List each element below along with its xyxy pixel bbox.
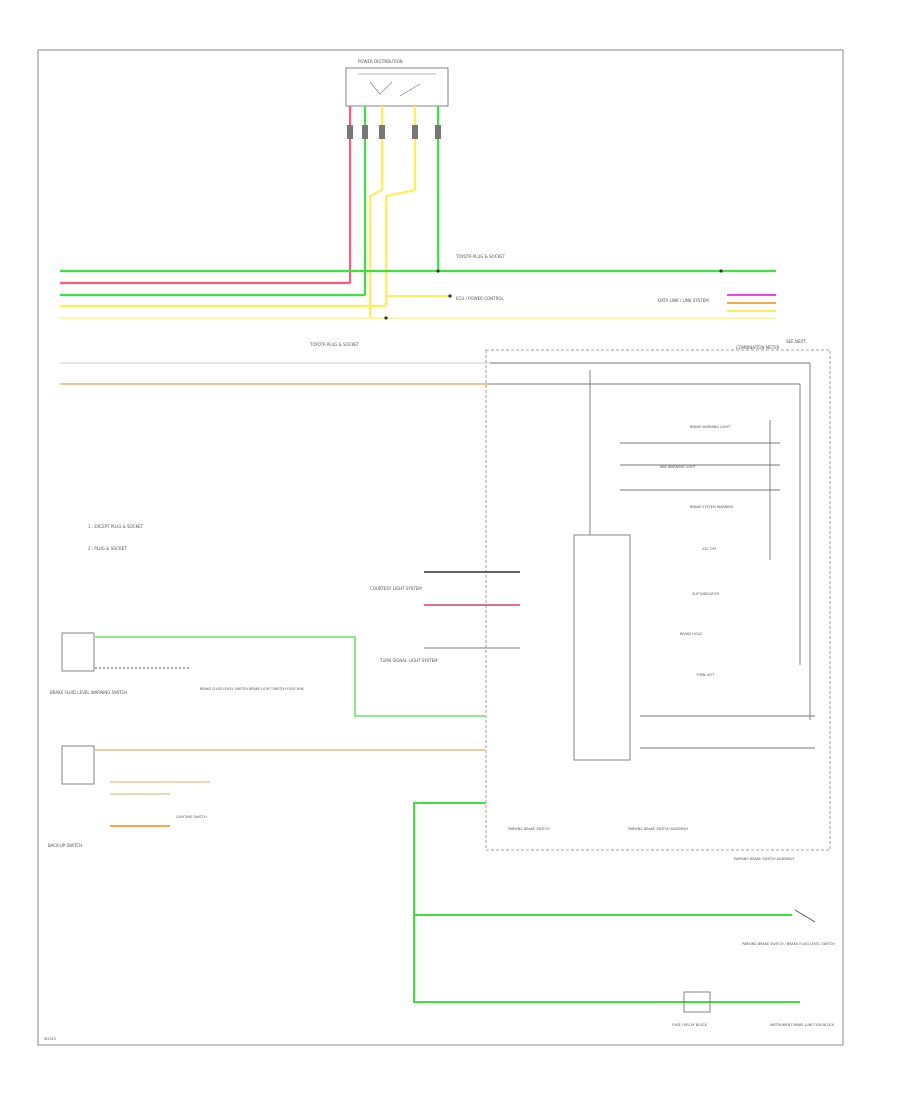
top-pin-labels [347,125,441,139]
cluster-item-3: VSC OFF [702,547,717,551]
right-switch-symbol [794,909,816,923]
back-up-switch [61,745,95,785]
fuse-relay-block [683,991,711,1013]
note-2: 2 : PLUG & SOCKET [88,546,127,551]
wire-green-sensor-1 [95,636,486,717]
wire-yellow-vertical-d [384,188,416,306]
footer-code: W2315 [44,1037,56,1041]
bottom-right-label: INSTRUMENT PANEL JUNCTION BLOCK [770,1023,835,1027]
cluster-item-1: ABS WARNING LIGHT [660,465,697,469]
cluster-item-6: TURN LEFT [695,673,715,677]
top-connector-block [345,67,449,107]
mid-label-1: COURTESY LIGHT SYSTEM [370,586,422,591]
left-sensor-2-sub: LIGHTING SWITCH [176,815,207,819]
cluster-label: PARKING BRAKE SWITCH ASSEMBLY [734,857,795,861]
bus-dots [384,269,723,320]
cluster-item-5: BRAKE HOLD [680,632,702,636]
wire-green-bottom [413,802,800,1003]
ecu-module [573,534,631,761]
diagram-frame [37,49,844,1046]
cluster-item-4: SLIP INDICATOR [692,592,719,596]
wire-yellow-vertical-b [368,189,383,318]
left-sensor-2-label: BACK-UP SWITCH [48,843,82,848]
mid-label-2: TURN SIGNAL LIGHT SYSTEM [379,658,438,663]
joint-connector-top-label: TOYOTA PLUG & SOCKET [455,254,506,259]
fuse-label: FUSE / RELAY BLOCK [672,1023,708,1027]
cluster-item-2: BRAKE SYSTEM WARNING [690,505,734,509]
combination-meter-box [485,349,831,851]
brake-fluid-switch [61,632,95,672]
pcm-label: ECU / POWER CONTROL [456,296,505,301]
bottom-center-box-label: PARKING BRAKE SWITCH ASSEMBLY [628,827,689,831]
bottom-left-box-label: PARKING BRAKE SWITCH [508,827,550,831]
cluster-item-0: BRAKE WARNING LIGHT [690,425,731,429]
right-header-label-2: COMBINATION METER [736,345,780,350]
note-1: 1 : EXCEPT PLUG & SOCKET [88,524,144,529]
left-sensor-1-label: BRAKE FLUID LEVEL WARNING SWITCH [50,690,127,695]
right-top-box-label: DATA LINK / LINK SYSTEM [658,298,709,303]
right-switch-label: PARKING BRAKE SWITCH / BRAKE FLUID LEVEL… [742,942,835,946]
joint-connector-mid-label: TOYOTA PLUG & SOCKET [309,342,360,347]
right-header-label: SEE NEXT [786,339,806,344]
top-block-caption: POWER DISTRIBUTION [358,59,403,64]
left-sensor-1-sub: BRAKE FLUID LEVEL SWITCH BRAKE LIGHT SWI… [200,687,304,691]
